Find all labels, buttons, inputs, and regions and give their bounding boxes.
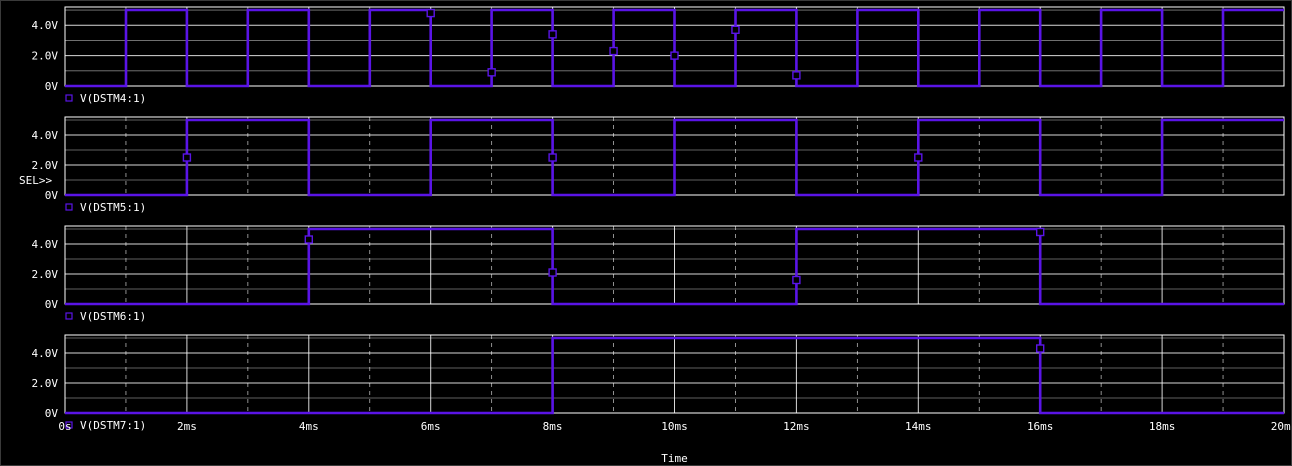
waveform-trace: [65, 8, 1284, 88]
y-tick-label: 0V: [45, 80, 59, 93]
data-point-marker: [548, 30, 557, 39]
y-tick-label: 2.0V: [32, 159, 59, 172]
x-tick-label: 10ms: [661, 420, 688, 433]
plot-stack: 0V 2.0V 4.0V V(DSTM4:1) 0V 2.0V 4.0V SEL>> V(DST…: [19, 6, 1285, 432]
legend-label: V(DSTM4:1): [80, 92, 146, 105]
x-axis-label: Time: [661, 452, 688, 465]
data-point-marker: [1035, 344, 1045, 353]
data-point-marker: [792, 275, 801, 285]
y-tick-label: 0V: [45, 407, 59, 420]
x-tick-label: 2ms: [177, 420, 197, 433]
legend-swatch: [65, 203, 73, 211]
legend-label: V(DSTM6:1): [80, 310, 146, 323]
x-tick-label: 4ms: [299, 420, 319, 433]
y-tick-label: 2.0V: [32, 50, 59, 63]
data-point-marker: [182, 153, 192, 162]
y-tick-label: 2.0V: [32, 377, 59, 390]
plot-panel: 0V 2.0V 4.0V SEL>> V(DSTM5:1): [19, 116, 1285, 214]
data-point-marker: [487, 68, 496, 77]
legend-label: V(DSTM5:1): [80, 201, 146, 214]
data-point-marker: [792, 71, 801, 80]
y-tick-label: 4.0V: [32, 347, 59, 360]
y-tick-label: 2.0V: [32, 268, 59, 281]
legend-swatch: [65, 94, 73, 102]
y-tick-label: 4.0V: [32, 238, 59, 251]
y-tick-label: 4.0V: [32, 19, 59, 32]
data-point-marker: [1035, 227, 1045, 237]
sel-marker-label: SEL>>: [19, 174, 52, 187]
data-point-marker: [609, 46, 618, 56]
x-tick-label: 12ms: [783, 420, 810, 433]
x-tick-label: 14ms: [905, 420, 932, 433]
legend-swatch: [65, 421, 73, 429]
plot-panel: 0V 2.0V 4.0V V(DSTM6:1): [32, 225, 1285, 323]
plot-panel: 0V 2.0V 4.0V V(DSTM4:1): [32, 6, 1285, 105]
plot-panel: 0V 2.0V 4.0V V(DSTM7:1): [32, 334, 1285, 432]
data-point-marker: [548, 268, 557, 277]
x-tick-label: 8ms: [543, 420, 563, 433]
waveform-trace: [65, 336, 1284, 415]
x-tick-label: 20ms: [1271, 420, 1292, 433]
data-point-marker: [426, 8, 435, 18]
legend-label: V(DSTM7:1): [80, 419, 146, 432]
data-point-marker: [914, 153, 923, 162]
time-axis: Time 0s 2ms 4ms 6ms 8ms 10ms 12ms 14ms 16ms 18ms 2…: [58, 420, 1292, 465]
x-tick-label: 18ms: [1149, 420, 1176, 433]
data-point-marker: [670, 51, 679, 60]
x-tick-label: 0s: [58, 420, 71, 433]
y-tick-label: 4.0V: [32, 129, 59, 142]
data-point-marker: [731, 25, 740, 34]
data-point-marker: [548, 153, 557, 162]
y-tick-label: 0V: [45, 298, 59, 311]
x-tick-label: 6ms: [421, 420, 441, 433]
legend-swatch: [65, 312, 73, 320]
y-tick-label: 0V: [45, 189, 59, 202]
waveform-trace: [65, 118, 1284, 197]
data-point-marker: [304, 235, 313, 244]
x-tick-label: 16ms: [1027, 420, 1054, 433]
waveform-trace: [65, 227, 1284, 306]
